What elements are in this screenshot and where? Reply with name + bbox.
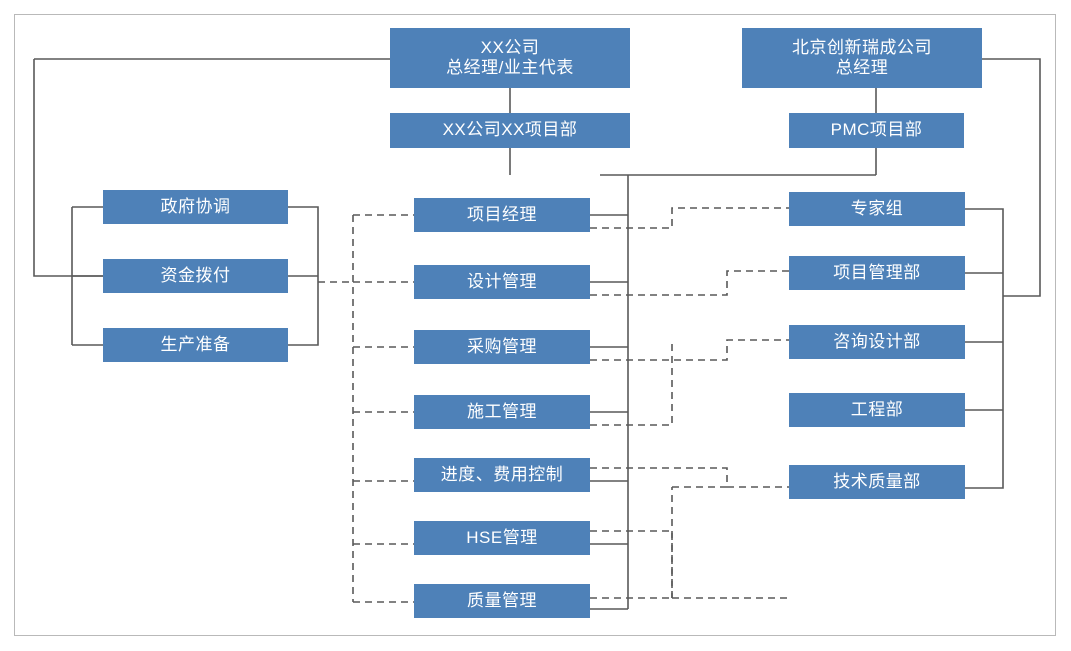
node-quality_mgmt[interactable]: 质量管理 [414,584,590,618]
connector-dashed [590,207,789,229]
node-label: 工程部 [850,399,904,419]
node-gov_coord[interactable]: 政府协调 [103,190,288,224]
node-label: 项目管理部 [833,262,921,282]
node-label: 施工管理 [467,401,537,421]
connector-dashed [671,487,789,599]
node-procure_mgmt[interactable]: 采购管理 [414,330,590,364]
node-owner_gm[interactable]: XX公司 总经理/业主代表 [390,28,630,88]
connector-solid [982,58,1041,297]
node-label: 政府协调 [160,196,231,216]
node-prod_prep[interactable]: 生产准备 [103,328,288,362]
node-hse_mgmt[interactable]: HSE管理 [414,521,590,555]
node-label: 咨询设计部 [833,331,921,351]
node-cost_ctrl[interactable]: 进度、费用控制 [414,458,590,492]
node-constr_mgmt[interactable]: 施工管理 [414,395,590,429]
node-eng_dep[interactable]: 工程部 [789,393,965,427]
connector-dashed [590,339,789,361]
node-proj_mgmt_dep[interactable]: 项目管理部 [789,256,965,290]
node-label: 资金拨付 [160,265,231,285]
node-label: 采购管理 [467,336,537,356]
node-consult_dep[interactable]: 咨询设计部 [789,325,965,359]
node-owner_pmt[interactable]: XX公司XX项目部 [390,113,630,148]
node-label: PMC项目部 [830,120,923,140]
node-label: 北京创新瑞成公司 总经理 [792,37,932,77]
connector-solid [965,208,1004,489]
connector-solid [33,59,103,277]
node-bjcxrc_gm[interactable]: 北京创新瑞成公司 总经理 [742,28,982,88]
node-label: 生产准备 [160,334,231,354]
node-label: XX公司 总经理/业主代表 [446,37,574,77]
connector-dashed [590,340,673,426]
node-label: 进度、费用控制 [440,464,564,484]
node-label: HSE管理 [466,527,538,547]
connector-dashed [590,530,673,598]
node-pmc_pmt[interactable]: PMC项目部 [789,113,964,148]
node-label: 质量管理 [467,590,537,610]
node-label: 设计管理 [467,271,537,291]
node-label: 项目经理 [467,204,537,224]
node-fund_alloc[interactable]: 资金拨付 [103,259,288,293]
node-label: 技术质量部 [833,471,921,491]
node-expert_group[interactable]: 专家组 [789,192,965,226]
node-label: 专家组 [850,198,904,218]
node-design_mgmt[interactable]: 设计管理 [414,265,590,299]
node-proj_mgr[interactable]: 项目经理 [414,198,590,232]
connector-dashed [590,467,789,488]
connector-dashed [590,270,789,296]
node-tech_qa_dep[interactable]: 技术质量部 [789,465,965,499]
node-label: XX公司XX项目部 [442,120,578,140]
diagram-frame [14,14,1056,636]
